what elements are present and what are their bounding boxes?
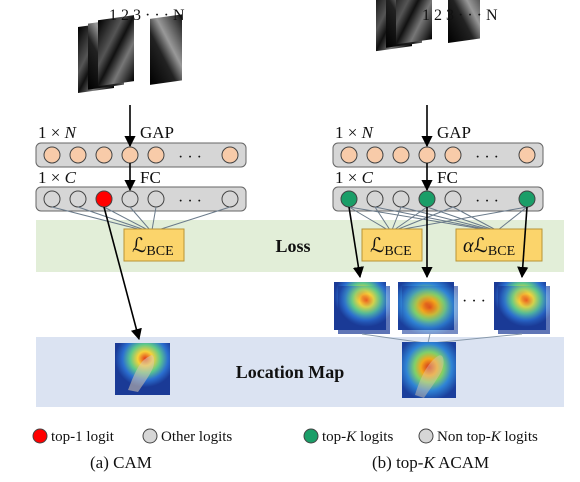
cam-loss-edges — [51, 206, 231, 231]
acam-fc-op: FC — [437, 168, 458, 187]
cam-gap-op: GAP — [140, 123, 174, 142]
acam-topk-arrow-k — [517, 206, 529, 279]
acam-heatmap-2 — [398, 282, 458, 334]
legend-nontopk-swatch — [418, 428, 434, 444]
acam-alpha-loss-label: αℒBCE — [463, 235, 515, 259]
cam-fc-nodes — [43, 190, 239, 208]
acam-heatmap-ellipsis: · · · — [462, 293, 486, 310]
acam-fc-nodes — [366, 190, 462, 208]
legend-topk-label: top-K logits — [322, 429, 393, 445]
legend-other-swatch — [142, 428, 158, 444]
location-map-band-label: Location Map — [236, 362, 345, 382]
cam-fc-ellipsis: · · · — [178, 193, 202, 210]
acam-gap-ellipsis: · · · — [475, 149, 499, 166]
acam-gap-nodes — [340, 146, 536, 164]
acam-fc-ellipsis: · · · — [475, 193, 499, 210]
cam-fc-row — [35, 186, 247, 212]
acam-feature-maps — [376, 0, 480, 52]
cam-location-heatmap — [115, 343, 170, 395]
cam-loss-box — [123, 228, 185, 262]
cam-loss-label: ℒBCE — [132, 235, 174, 259]
acam-gap-op: GAP — [437, 123, 471, 142]
cam-fc-op: FC — [140, 168, 161, 187]
acam-heatmap-k — [494, 282, 550, 334]
cam-fc-dim: 1 × C — [38, 168, 77, 187]
cam-top1-arrow — [103, 206, 142, 341]
acam-fc-row — [332, 186, 544, 212]
acam-loss-label: ℒBCE — [370, 235, 412, 259]
acam-loss-box — [361, 228, 423, 262]
loss-band-label: Loss — [275, 236, 310, 256]
legend-top1-swatch — [32, 428, 48, 444]
legend-nontopk-label: Non top-K logits — [437, 429, 538, 445]
cam-gap-nodes — [43, 146, 239, 164]
acam-fc-dim: 1 × C — [335, 168, 374, 187]
acam-caption: (b) top-K ACAM — [372, 453, 489, 472]
cam-caption: (a) CAM — [90, 453, 152, 472]
acam-topk-nodes — [340, 190, 536, 208]
cam-gap-ellipsis: · · · — [178, 149, 202, 166]
cam-map-indices: 1 2 3 · · · N — [109, 7, 185, 24]
acam-alpha-loss-box — [455, 228, 543, 262]
acam-gap-dim: 1 × N — [335, 123, 375, 142]
acam-heatmap-1 — [334, 282, 390, 334]
cam-top1-node — [95, 190, 113, 208]
acam-map-indices: 1 2 3 · · · N — [422, 7, 498, 24]
acam-location-heatmap — [402, 342, 456, 398]
legend-other-label: Other logits — [161, 429, 232, 445]
acam-gap-row — [332, 142, 544, 168]
acam-topk-arrow-1 — [348, 206, 364, 279]
legend-top1-label: top-1 logit — [51, 429, 115, 445]
acam-loss-edges — [348, 206, 528, 231]
cam-gap-dim: 1 × N — [38, 123, 78, 142]
cam-gap-row — [35, 142, 247, 168]
legend-topk-swatch — [303, 428, 319, 444]
cam-feature-maps — [78, 14, 182, 94]
acam-aggregate-lines — [361, 333, 523, 344]
